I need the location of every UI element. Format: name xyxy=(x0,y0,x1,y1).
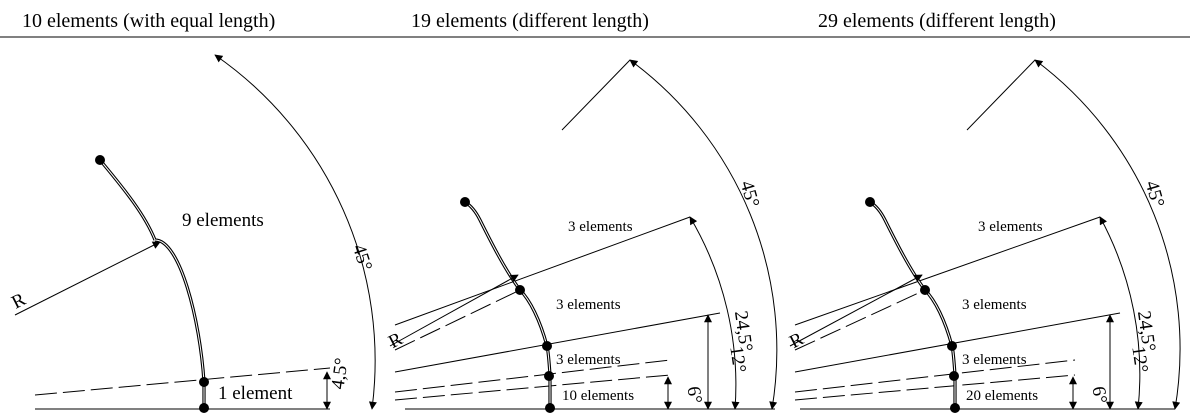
segment-label: 10 elements xyxy=(562,388,634,404)
radius-label: R xyxy=(385,328,406,353)
radius-label: R xyxy=(786,328,807,353)
node xyxy=(199,403,209,413)
dashed-division-line xyxy=(794,359,1076,393)
segment-label: 3 elements xyxy=(962,297,1027,313)
panel-3: 29 elements (different length) R 45° 24,… xyxy=(786,10,1181,413)
division-line-45 xyxy=(966,59,1036,131)
node xyxy=(920,285,930,295)
dashed-division-line xyxy=(394,374,671,401)
dashed-division-line xyxy=(394,359,671,393)
dashed-division-line xyxy=(394,289,521,351)
angle-label-45: 45° xyxy=(736,178,764,209)
beam xyxy=(464,200,552,409)
panel-2: 19 elements (different length) R 45° 24,… xyxy=(385,10,778,413)
node xyxy=(950,403,960,413)
segment-label: 1 element xyxy=(218,383,293,404)
segment-label: 9 elements xyxy=(182,210,264,231)
panel-1-title: 10 elements (with equal length) xyxy=(22,10,275,32)
angle-label-12: 12° xyxy=(1127,345,1151,374)
angle-label-45: 45° xyxy=(1141,178,1169,209)
node xyxy=(865,197,875,207)
node xyxy=(460,197,470,207)
segment-label: 3 elements xyxy=(556,352,621,368)
segment-label: 3 elements xyxy=(962,352,1027,368)
division-line-12 xyxy=(794,312,1121,373)
segment-label: 20 elements xyxy=(966,388,1038,404)
beam xyxy=(869,200,957,409)
node xyxy=(199,377,209,387)
panel-2-title: 19 elements (different length) xyxy=(411,10,649,32)
angle-label-4-5: 4,5° xyxy=(327,357,352,391)
node xyxy=(95,155,105,165)
angle-label-45: 45° xyxy=(348,242,376,274)
segment-label: 3 elements xyxy=(568,219,633,235)
node xyxy=(949,371,959,381)
angle-arc-24-5 xyxy=(1099,216,1143,410)
segment-label: 3 elements xyxy=(556,297,621,313)
angle-arc-45 xyxy=(214,54,377,410)
angle-label-12: 12° xyxy=(725,345,749,374)
node xyxy=(515,285,525,295)
panel-3-title: 29 elements (different length) xyxy=(818,10,1056,32)
radius-arrow xyxy=(14,241,161,316)
division-line-45 xyxy=(561,59,631,131)
panel-1: 10 elements (with equal length) R 45° 4,… xyxy=(8,10,377,413)
angle-label-6: 6° xyxy=(683,385,706,405)
segment-label: 3 elements xyxy=(978,219,1043,235)
node xyxy=(544,371,554,381)
division-line-24-5 xyxy=(794,216,1101,326)
dashed-division-line xyxy=(794,289,926,351)
node xyxy=(947,341,957,351)
angle-arc-24-5 xyxy=(689,216,740,410)
angle-arc-45 xyxy=(629,59,778,410)
dashed-division-line xyxy=(34,367,331,396)
angle-label-6: 6° xyxy=(1088,385,1111,405)
angle-arc-45 xyxy=(1034,59,1181,410)
node xyxy=(542,341,552,351)
division-line-24-5 xyxy=(394,216,691,326)
beam xyxy=(98,158,206,409)
radius-arrow xyxy=(789,274,923,347)
dashed-division-line xyxy=(794,374,1076,401)
node xyxy=(545,403,555,413)
radius-arrow xyxy=(389,274,519,347)
